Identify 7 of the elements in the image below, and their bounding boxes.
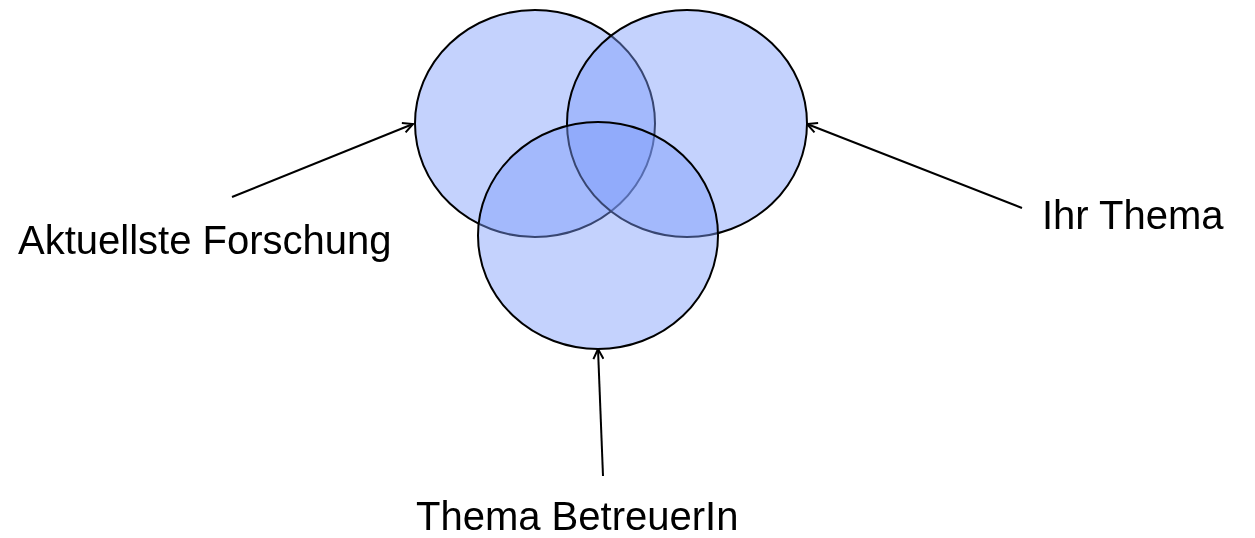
arrow — [231, 122, 414, 198]
arrow — [806, 122, 1023, 209]
venn-label: Aktuellste Forschung — [18, 218, 392, 262]
arrow — [592, 348, 605, 477]
venn-label: Thema BetreuerIn — [416, 494, 739, 538]
venn-circle — [477, 121, 719, 350]
venn-label: Ihr Thema — [1042, 193, 1224, 237]
